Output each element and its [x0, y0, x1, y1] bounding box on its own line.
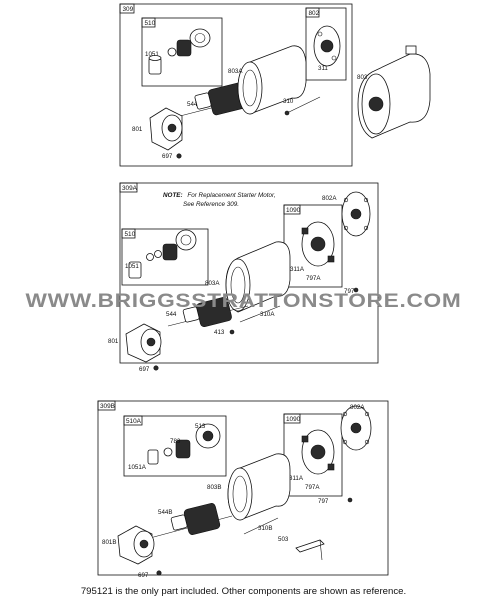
watermark-text: WWW.BRIGGSSTRATTONSTORE.COM [26, 290, 462, 312]
label-802a: 802A [322, 195, 337, 202]
armature-544b [149, 503, 233, 539]
brush-plate-1090-c [301, 429, 335, 475]
label-797a: 797A [306, 275, 321, 282]
subassembly-510-b-frame [121, 228, 209, 286]
section-309-frame [119, 3, 353, 167]
subassembly-510-tag-box [141, 17, 156, 28]
footer-note: 795121 is the only part included. Other … [80, 586, 407, 597]
washer-413 [229, 329, 235, 335]
screw-797-c [347, 497, 353, 503]
label-797-c: 797 [318, 498, 329, 505]
nut-697-b [153, 365, 159, 371]
label-1051a: 1051A [128, 464, 147, 471]
label-801: 801 [132, 126, 143, 133]
label-310a: 310A [260, 311, 275, 318]
label-413: 413 [214, 329, 225, 336]
subassembly-1090-c-tag: 1090 [286, 416, 301, 423]
subassembly-510-b-tag: 510 [125, 231, 136, 238]
label-802a-c: 802A [350, 404, 365, 411]
subassembly-802-frame [305, 7, 347, 81]
section-309a-tag-box [119, 182, 138, 193]
label-311a: 311A [290, 266, 305, 273]
part-spring-washer [167, 47, 177, 57]
bracket-801 [149, 107, 183, 151]
label-803a: 803A [228, 68, 243, 75]
label-544b: 544B [158, 509, 172, 516]
drive-pinion-group [148, 28, 211, 75]
section-309-tag-box [119, 3, 135, 14]
subassembly-510-frame [141, 17, 223, 87]
housing-803a-b [225, 241, 291, 313]
label-513: 513 [195, 423, 206, 430]
starter-motor-803 [357, 45, 431, 139]
section-309-tag: 309 [123, 6, 134, 13]
label-797: 797 [344, 288, 355, 295]
label-310b: 310B [258, 525, 272, 532]
subassembly-510-tag: 510 [145, 20, 156, 27]
section-309a: 309A NOTE: For Replacement Starter Motor… [108, 182, 379, 373]
armature-544-b [167, 297, 249, 327]
label-803b: 803B [207, 484, 221, 491]
label-697: 697 [162, 153, 173, 160]
bolt-310a [239, 305, 281, 323]
section-309b: 309B 510A 1090 513 783 1051A 802A [97, 400, 389, 576]
section-309b-tag: 309B [100, 403, 115, 410]
subassembly-510a-frame [123, 415, 227, 477]
end-cap-802 [313, 25, 341, 67]
part-pinion-gear [176, 39, 192, 57]
bracket-503 [295, 539, 325, 553]
label-803a-b: 803A [205, 280, 220, 287]
note-line-2: See Reference 309. [183, 201, 239, 208]
brush-plate-1090 [301, 221, 335, 267]
label-544-b: 544 [166, 311, 177, 318]
part-clutch-gear [189, 28, 211, 48]
subassembly-802-tag-box [305, 7, 320, 18]
subassembly-1090-tag: 1090 [286, 207, 301, 214]
label-797a-c: 797A [305, 484, 320, 491]
section-309a-tag: 309A [122, 185, 138, 192]
label-1051: 1051 [145, 51, 159, 58]
label-801b: 801B [102, 539, 116, 546]
label-1051-b: 1051 [125, 263, 139, 270]
nut-697-c [156, 570, 162, 576]
bolt-310b [243, 517, 279, 535]
section-309a-frame [119, 182, 379, 364]
label-697-c: 697 [138, 572, 149, 579]
label-697-b: 697 [139, 366, 150, 373]
note-text-1: For Replacement Starter Motor, [187, 192, 275, 199]
note-bold: NOTE: [163, 192, 183, 199]
subassembly-802-tag: 802 [309, 10, 320, 17]
label-783: 783 [170, 438, 181, 445]
section-309: 309 510 802 1051 544 803A [119, 3, 353, 167]
armature-commutator [194, 92, 212, 110]
label-803: 803 [357, 74, 368, 81]
housing-803b [227, 453, 291, 521]
label-311a-c: 311A [289, 475, 304, 482]
end-plate-802a-c [340, 405, 372, 451]
note-line-1: NOTE: For Replacement Starter Motor, [163, 192, 276, 199]
housing-803a [237, 45, 307, 115]
end-plate-802a [341, 191, 371, 237]
label-310: 310 [283, 98, 294, 105]
bracket-801b [117, 525, 155, 565]
section-309b-frame [97, 400, 389, 576]
label-544: 544 [187, 101, 198, 108]
section-309b-tag-box [97, 400, 116, 411]
screw-797 [353, 287, 359, 293]
subassembly-510a-tag: 510A [126, 418, 142, 425]
label-311: 311 [318, 65, 328, 72]
nut-697 [176, 153, 182, 159]
drive-pinion-group-b [128, 229, 197, 279]
bolt-310 [286, 96, 321, 114]
drive-pinion-group-c [147, 423, 221, 465]
label-801-b: 801 [108, 338, 119, 345]
armature-544 [179, 82, 259, 117]
label-503: 503 [278, 536, 289, 543]
bracket-801-b [125, 323, 162, 363]
